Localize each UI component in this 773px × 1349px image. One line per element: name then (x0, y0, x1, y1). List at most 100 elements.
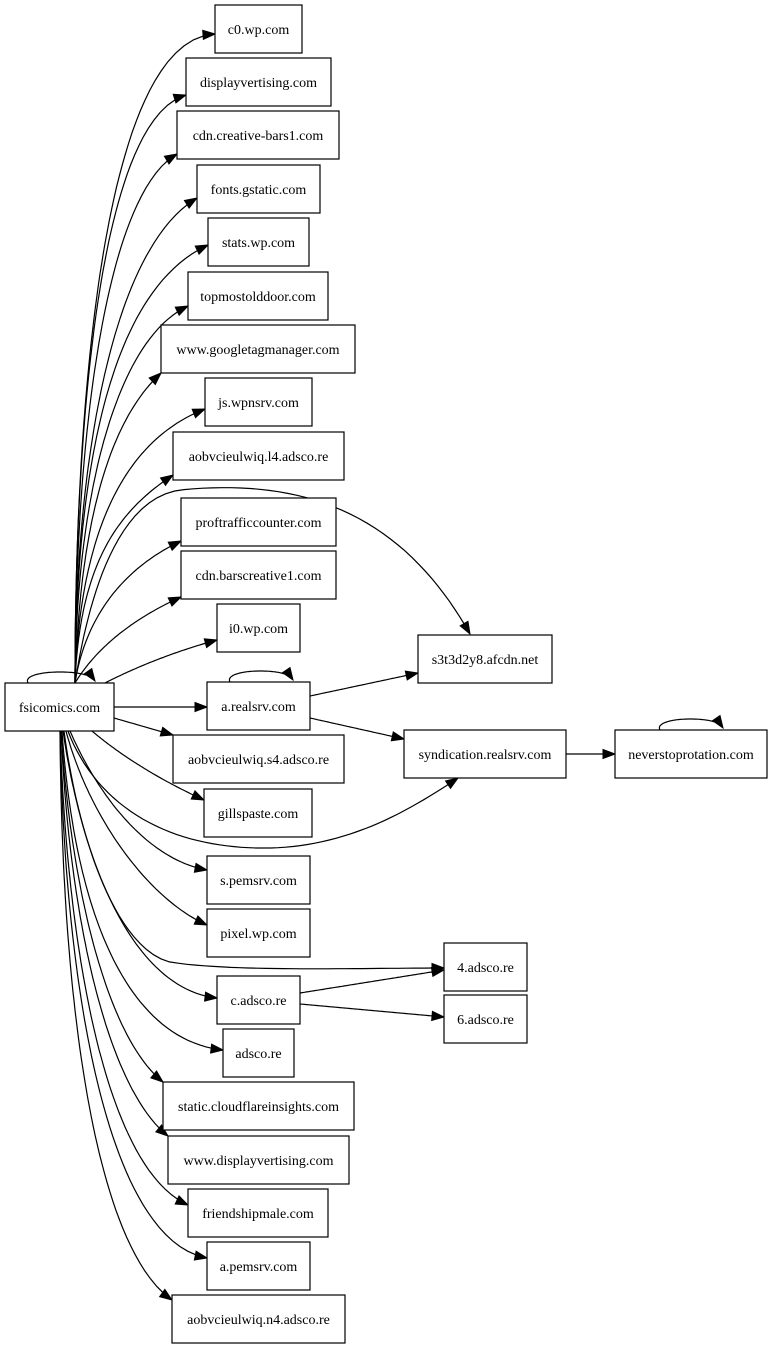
edge-line (59, 730, 197, 1256)
node-box (187, 271, 329, 321)
edge-fsicomics-com-to-cdn-creative-bars1-com (74, 153, 179, 683)
arrowhead (183, 197, 199, 209)
node-6-adsco-re: 6.adsco.re (443, 994, 528, 1044)
node-label: i0.wp.com (229, 622, 288, 637)
node-label: friendshipmale.com (202, 1207, 314, 1222)
node-box (214, 4, 303, 54)
node-c-adsco-re: c.adsco.re (216, 975, 301, 1025)
node-proftrafficcounter-com: proftrafficcounter.com (180, 497, 337, 547)
node-box (206, 855, 311, 905)
node-box (206, 1241, 311, 1291)
node-box (222, 1028, 295, 1078)
node-label: s3t3d2y8.afcdn.net (432, 653, 539, 668)
node-box (206, 681, 311, 731)
edge-fsicomics-com-to-aobvcieulwiq-n4-adsco-re (59, 730, 174, 1301)
edge-line (299, 1003, 434, 1017)
edge-line (74, 98, 177, 683)
arrowhead (459, 620, 471, 636)
node-4-adsco-re: 4.adsco.re (443, 942, 528, 992)
node-pixel-wp-com: pixel.wp.com (206, 908, 311, 958)
arrowhead (159, 726, 175, 737)
node-js-wpnsrv-com: js.wpnsrv.com (204, 377, 313, 427)
edge-line (65, 730, 198, 921)
node-label: s.pemsrv.com (220, 874, 297, 889)
edge-fsicomics-com-to-proftrafficcounter-com (74, 540, 183, 684)
arrowhead (281, 666, 294, 682)
node-gillspaste-com: gillspaste.com (203, 788, 313, 838)
node-topmostolddoor-com: topmostolddoor.com (187, 271, 329, 321)
node-box (614, 729, 768, 779)
edge-fsicomics-com-to-topmostolddoor-com (74, 305, 190, 684)
edge-fsicomics-com-to-fsicomics-com (26, 667, 96, 684)
node-aobvcieulwiq-n4-adsco-re: aobvcieulwiq.n4.adsco.re (171, 1294, 346, 1344)
node-www-googletagmanager-com: www.googletagmanager.com (160, 324, 356, 374)
edge-a-realsrv-com-to-s3t3d2y8-afcdn-net (309, 670, 420, 697)
node-label: topmostolddoor.com (200, 290, 316, 305)
edge-line (104, 642, 207, 684)
arrowhead (711, 714, 724, 730)
edge-c-adsco-re-to-6-adsco-re (299, 1003, 446, 1022)
node-box (443, 994, 528, 1044)
edge-line (309, 674, 408, 697)
edge-line (228, 670, 285, 683)
node-box (196, 164, 321, 214)
edge-fsicomics-com-to-js-wpnsrv-com (74, 408, 207, 684)
edge-fsicomics-com-to-cdn-barscreative1-com (74, 596, 183, 684)
node-cdn-creative-bars1-com: cdn.creative-bars1.com (176, 110, 340, 160)
node-www-displayvertising-com: www.displayvertising.com (167, 1135, 350, 1185)
node-box (172, 431, 345, 481)
node-label: syndication.realsrv.com (419, 748, 552, 763)
node-label: 6.adsco.re (457, 1013, 514, 1028)
node-label: www.googletagmanager.com (176, 343, 339, 358)
node-box (180, 497, 337, 547)
edge-line (74, 203, 189, 683)
node-aobvcieulwiq-s4-adsco-re: aobvcieulwiq.s4.adsco.re (172, 734, 345, 784)
arrowhead (150, 1070, 165, 1083)
arrowhead (167, 596, 183, 607)
edge-line (309, 717, 394, 738)
node-label: aobvcieulwiq.n4.adsco.re (187, 1313, 330, 1328)
node-label: cdn.creative-bars1.com (193, 129, 324, 144)
edge-line (67, 730, 450, 849)
edge-line (74, 480, 165, 684)
arrowhead (172, 93, 188, 104)
node-box (204, 377, 313, 427)
edge-line (26, 671, 87, 684)
node-label: neverstoprotation.com (628, 748, 754, 763)
edge-line (74, 412, 196, 684)
edge-line (60, 730, 161, 1130)
edge-line (74, 545, 172, 684)
edge-line (62, 730, 207, 997)
node-stats-wp-com: stats.wp.com (207, 217, 310, 267)
edge-fsicomics-com-to-www-googletagmanager-com (74, 372, 163, 684)
node-label: c0.wp.com (228, 23, 290, 38)
node-label: a.pemsrv.com (220, 1260, 298, 1275)
edge-line (61, 730, 213, 1049)
node-box (4, 682, 115, 732)
node-adsco-re: adsco.re (222, 1028, 295, 1078)
node-i0-wp-com: i0.wp.com (216, 603, 301, 653)
edge-fsicomics-com-to-adsco-re (61, 730, 225, 1054)
edge-fsicomics-com-to-aobvcieulwiq-s4-adsco-re (113, 717, 175, 737)
node-label: displayvertising.com (200, 76, 317, 91)
arrowhead (191, 408, 207, 419)
node-fsicomics-com: fsicomics.com (4, 682, 115, 732)
node-box (216, 603, 301, 653)
node-label: static.cloudflareinsights.com (178, 1100, 339, 1115)
edge-line (74, 601, 172, 684)
arrowhead (209, 1043, 225, 1054)
arrowhead (202, 29, 217, 41)
node-s-pemsrv-com: s.pemsrv.com (206, 855, 311, 905)
edge-fsicomics-com-to-static-cloudflareinsights-com (60, 730, 165, 1083)
edge-a-realsrv-com-to-syndication-realsrv-com (309, 717, 406, 742)
node-label: pixel.wp.com (220, 927, 296, 942)
arrowhead (159, 474, 175, 487)
node-box (207, 217, 310, 267)
node-box (206, 908, 311, 958)
node-box (443, 942, 528, 992)
edge-fsicomics-com-to-gillspaste-com (91, 730, 206, 801)
node-a-realsrv-com: a.realsrv.com (206, 681, 311, 731)
arrowhead (602, 748, 617, 760)
arrowhead (83, 667, 96, 683)
edge-fsicomics-com-to-pixel-wp-com (65, 730, 209, 926)
